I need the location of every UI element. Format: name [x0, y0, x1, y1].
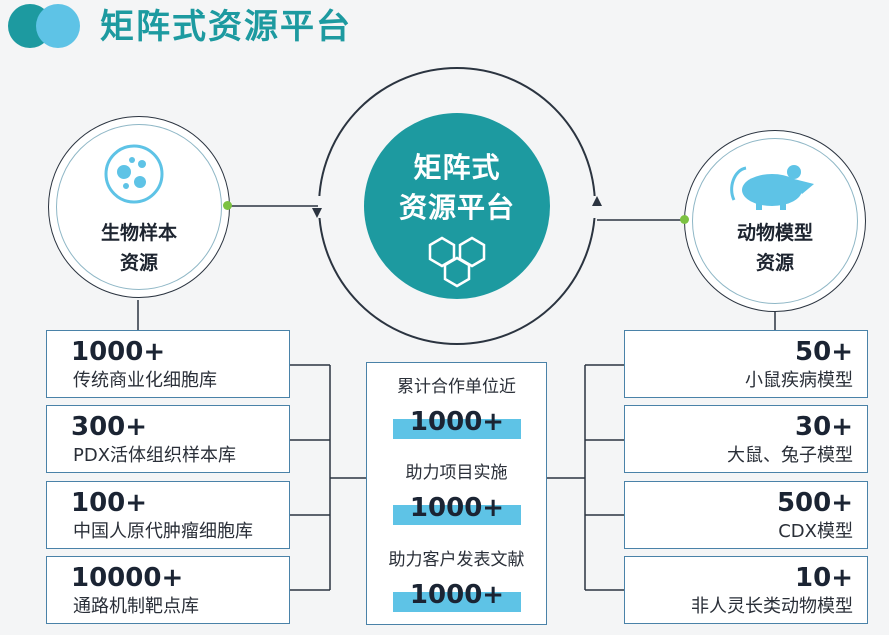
- item-count: 50+: [795, 337, 853, 367]
- stat-count: 1000+: [409, 407, 505, 437]
- stat-label: 助力项目实施: [405, 463, 508, 483]
- biosample-subtitle: 资源: [119, 252, 158, 274]
- item-label: 小鼠疾病模型: [745, 370, 853, 391]
- stats-box: 累计合作单位近 1000+ 助力项目实施 1000+ 助力客户发表文献 1000…: [366, 362, 547, 625]
- center-title: 矩阵式: [413, 151, 501, 184]
- item-count: 500+: [776, 488, 853, 518]
- center-hub: [364, 113, 550, 299]
- right-item-3: 500+ CDX模型: [624, 481, 868, 549]
- item-label: 非人灵长类动物模型: [691, 596, 853, 617]
- right-item-2: 30+ 大鼠、兔子模型: [624, 405, 868, 473]
- left-item-2: 300+ PDX活体组织样本库: [46, 405, 290, 473]
- item-count: 30+: [795, 412, 853, 442]
- cells-icon: [104, 144, 164, 204]
- node-dot: [223, 201, 232, 210]
- stat-highlight: 1000+: [393, 407, 521, 439]
- item-label: 通路机制靶点库: [73, 596, 199, 617]
- stat-highlight: 1000+: [393, 580, 521, 612]
- left-item-4: 10000+ 通路机制靶点库: [46, 556, 290, 624]
- item-count: 10+: [795, 563, 853, 593]
- stat-count: 1000+: [409, 580, 505, 610]
- animal-model-subtitle: 资源: [755, 252, 794, 274]
- right-item-1: 50+ 小鼠疾病模型: [624, 330, 868, 398]
- hexagons-icon: [422, 234, 492, 290]
- animal-model-title: 动物模型: [736, 222, 813, 244]
- item-label: 大鼠、兔子模型: [727, 445, 853, 466]
- mouse-icon: [728, 150, 820, 212]
- left-item-3: 100+ 中国人原代肿瘤细胞库: [46, 481, 290, 549]
- item-label: 中国人原代肿瘤细胞库: [73, 521, 253, 542]
- item-count: 10000+: [71, 563, 184, 593]
- left-item-1: 1000+ 传统商业化细胞库: [46, 330, 290, 398]
- node-dot: [680, 215, 689, 224]
- item-label: PDX活体组织样本库: [73, 445, 237, 466]
- right-item-4: 10+ 非人灵长类动物模型: [624, 556, 868, 624]
- item-count: 300+: [71, 412, 148, 442]
- biosample-title: 生物样本: [100, 222, 177, 244]
- stat-count: 1000+: [409, 493, 505, 523]
- item-label: CDX模型: [778, 521, 853, 542]
- stat-highlight: 1000+: [393, 493, 521, 525]
- item-label: 传统商业化细胞库: [73, 370, 217, 391]
- stat-label: 助力客户发表文献: [388, 550, 525, 570]
- page-title: 矩阵式资源平台: [100, 7, 352, 47]
- center-subtitle: 资源平台: [398, 191, 515, 224]
- item-count: 1000+: [71, 337, 166, 367]
- stat-label: 累计合作单位近: [397, 377, 516, 397]
- item-count: 100+: [71, 488, 148, 518]
